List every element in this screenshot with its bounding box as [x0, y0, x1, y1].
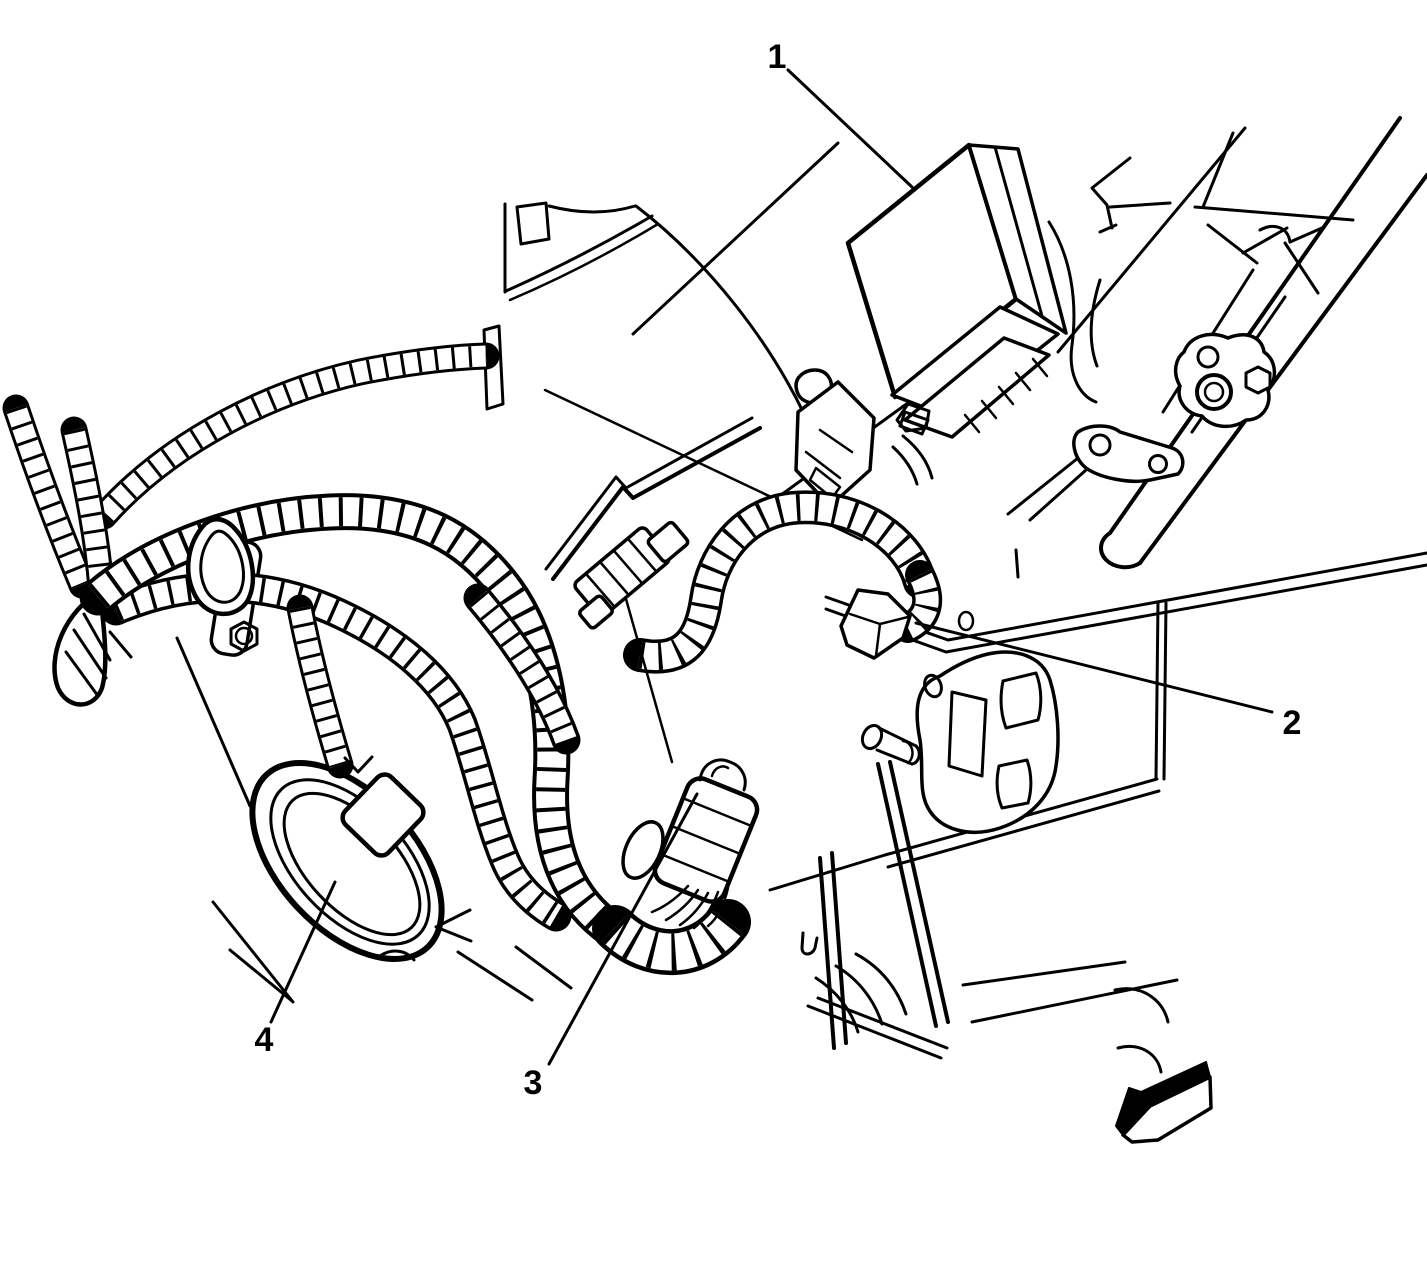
inline-connector [573, 520, 690, 764]
connector-3 [621, 758, 760, 930]
callout-3-leader [547, 792, 699, 1066]
lower-right-panels [768, 548, 1427, 1074]
pedal-bracket [800, 610, 1060, 1050]
callout-1-label: 1 [768, 38, 787, 76]
front-of-vehicle-arrow-icon [1115, 1061, 1213, 1144]
bcm-module [845, 142, 1068, 439]
harness-strap [185, 516, 256, 617]
callout-2-leader [914, 621, 1274, 714]
callout-2-label: 2 [1283, 704, 1302, 742]
dash-panel-lines [175, 141, 969, 1004]
tab-bolt [229, 620, 259, 653]
steering-column [1006, 116, 1427, 570]
connector-2 [839, 588, 912, 660]
harness-conduits [16, 356, 927, 952]
grommet-block [340, 755, 426, 858]
callout-1-leader [786, 68, 914, 189]
callout-3-label: 3 [524, 1064, 543, 1102]
cowl-top-lines [1047, 126, 1355, 404]
pedal-stud [860, 723, 884, 751]
callout-4-leader [269, 880, 337, 1024]
floor-panel-lines [228, 908, 573, 1003]
column-lower-bracket [1072, 424, 1185, 483]
callouts: 1 2 3 4 [255, 38, 1302, 1102]
column-nut [1244, 365, 1272, 395]
j-clip [800, 931, 819, 956]
relay-connector [794, 368, 934, 508]
callout-4-label: 4 [255, 1021, 274, 1059]
